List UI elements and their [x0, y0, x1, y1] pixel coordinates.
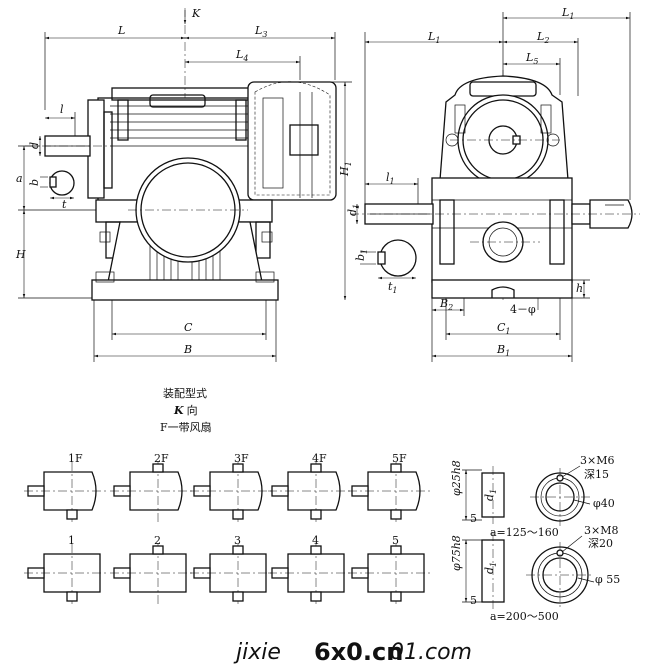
plain-type-1: 1 — [24, 534, 106, 604]
dim-c1: C1 — [497, 321, 511, 336]
fan-type-row: 1F 2F 3F 4F 5F — [24, 452, 430, 522]
detail-small-dia: φ25h8 — [450, 460, 463, 496]
detail-large-range: a=200～500 — [490, 610, 559, 623]
dim-c: C — [184, 321, 193, 334]
dim-h-small: h — [576, 282, 583, 295]
fan-type-3: 3F — [190, 452, 272, 522]
detail-small-bore: φ40 — [593, 497, 615, 510]
type-shaft-bottom — [310, 509, 322, 520]
dim-4-phi: 4－φ — [510, 303, 536, 316]
type-shaft-top — [310, 545, 322, 555]
type-shaft-top — [232, 463, 244, 473]
fan-type-label: 3F — [234, 452, 249, 465]
front-view: K L L3 L4 H1 — [15, 7, 353, 362]
caption-fan: F一带风扇 — [160, 420, 212, 434]
dim-h1: H1 — [338, 161, 353, 177]
dim-d: d — [28, 142, 41, 149]
type-shaft-bottom — [390, 591, 402, 602]
dim-l1-small: l1 — [386, 171, 395, 186]
type-shaft-bottom — [66, 591, 78, 602]
watermark-brand: 6x0.cn — [314, 638, 403, 666]
fan-type-1: 1F — [24, 452, 106, 522]
detail-large-shaft: φ75h8 d1 5 a=200～500 3×M8 深20 φ 55 — [450, 524, 620, 623]
fan-type-label: 5F — [392, 452, 407, 465]
side-view: L1 L1 L2 L5 — [346, 6, 640, 362]
fan-type-label: 2F — [154, 452, 169, 465]
detail-small-depth: 深15 — [584, 468, 609, 481]
watermark: jixie 6x0.cn 01.com — [233, 638, 472, 666]
dim-l1-top: L1 — [561, 6, 574, 21]
detail-large-five: 5 — [470, 594, 477, 607]
dim-l4: L4 — [235, 48, 248, 63]
caption-assembly: 装配型式 — [163, 386, 207, 400]
detail-large-depth: 深20 — [588, 537, 613, 550]
dim-l: L — [117, 24, 125, 37]
plain-type-label: 5 — [392, 534, 399, 547]
plain-type-label: 3 — [234, 534, 241, 547]
dim-t: t — [62, 198, 67, 211]
plain-type-label: 4 — [312, 534, 319, 547]
type-shaft-top — [152, 463, 164, 473]
fan-type-5: 5F — [348, 452, 430, 522]
fan-hood — [247, 81, 337, 201]
plain-type-3: 3 — [190, 534, 272, 604]
plain-type-5: 5 — [348, 534, 430, 604]
type-shaft-bottom — [232, 591, 244, 602]
type-shaft-bottom — [310, 591, 322, 602]
dim-b1-cap: B1 — [496, 343, 510, 358]
fan-type-label: 4F — [312, 452, 327, 465]
fan-type-4: 4F — [268, 452, 350, 522]
detail-small-range: a=125～160 — [490, 526, 559, 539]
detail-large-dia: φ75h8 — [450, 535, 463, 571]
dim-l-small: l — [60, 103, 64, 116]
type-shaft-top — [390, 463, 402, 473]
detail-large-bore: φ 55 — [595, 573, 620, 586]
base — [91, 279, 279, 301]
type-shaft-bottom — [390, 509, 402, 520]
dim-k: K — [191, 7, 201, 20]
type-shaft-top — [390, 545, 402, 555]
dim-l2: L2 — [536, 30, 549, 45]
detail-small-d1: d1 — [483, 489, 498, 501]
type-shaft-bottom — [66, 509, 78, 520]
watermark-prefix: jixie — [233, 640, 281, 665]
dim-b1: b1 — [354, 249, 369, 261]
side-base — [431, 279, 573, 299]
dim-t1: t1 — [388, 280, 398, 295]
type-shaft-bottom — [232, 509, 244, 520]
detail-small-threads: 3×M6 — [580, 454, 614, 467]
dim-b-cap: B — [183, 343, 192, 356]
dim-d1: d1 — [346, 204, 361, 216]
fan-type-label: 1F — [68, 452, 83, 465]
type-shaft-top — [232, 545, 244, 555]
fan-type-2: 2F — [110, 452, 192, 522]
dim-b: b — [28, 179, 41, 186]
dim-a: a — [16, 172, 23, 185]
watermark-suffix: 01.com — [390, 640, 472, 665]
dim-l1: L1 — [427, 30, 440, 45]
detail-large-threads: 3×M8 — [584, 524, 618, 537]
detail-small-shaft: φ25h8 d1 5 a=125～160 3×M6 深15 φ40 — [450, 454, 615, 539]
plain-type-label: 1 — [68, 534, 75, 547]
dim-l3: L3 — [254, 24, 267, 39]
type-shaft-top — [310, 463, 322, 473]
dim-l5: L5 — [525, 51, 538, 66]
type-shaft-top — [152, 545, 164, 555]
plain-type-row: 1 2 3 4 5 — [24, 534, 430, 604]
plain-type-2: 2 — [110, 534, 192, 604]
detail-large-d1: d1 — [483, 562, 498, 574]
dim-b2: B2 — [439, 297, 453, 312]
plain-type-label: 2 — [154, 534, 161, 547]
detail-small-five: 5 — [470, 512, 477, 525]
dim-h: H — [15, 248, 26, 261]
plain-type-4: 4 — [268, 534, 350, 604]
